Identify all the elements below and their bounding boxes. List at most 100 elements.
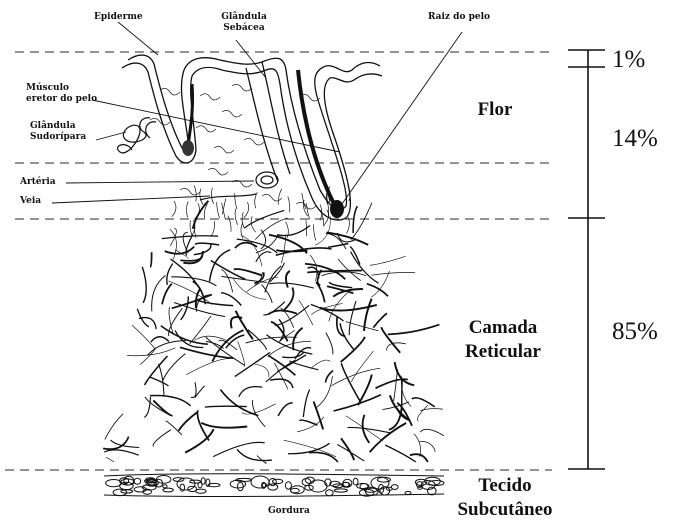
thickness-scale-bar (568, 50, 605, 469)
transition-fiber (313, 224, 315, 240)
reticular-fiber (195, 243, 219, 245)
label-glandula-sebacea-line1: Glândula (214, 12, 274, 23)
reticular-fiber (269, 283, 314, 288)
reticular-fiber (145, 356, 168, 385)
transition-fiber (278, 189, 282, 205)
transition-fiber (306, 203, 310, 219)
reticular-fiber (183, 232, 188, 253)
scale-label-85-percent: 85% (612, 318, 658, 346)
reticular-fiber (351, 351, 373, 382)
label-gordura: Gordura (268, 506, 310, 517)
reticular-fiber (233, 278, 266, 300)
reticular-fiber (105, 414, 124, 440)
reticular-fiber (153, 400, 172, 415)
label-raiz-do-pelo: Raiz do pelo (428, 12, 490, 23)
reticular-fiber (277, 226, 310, 236)
sweat-gland (118, 118, 156, 153)
label-musculo-eretor: Músculo eretor do pelo (26, 83, 97, 105)
reticular-fiber (353, 206, 357, 233)
transition-fiber (347, 217, 350, 233)
reticular-fiber (349, 301, 356, 335)
reticular-fiber (410, 454, 428, 462)
region-camada-reticular: Camada Reticular (448, 316, 558, 364)
reticular-fiber (153, 430, 171, 447)
subcutaneous-fat-band (104, 474, 444, 497)
region-tecido-subcutaneo: Tecido Subcutâneo (440, 474, 570, 522)
fat-cell (238, 482, 244, 491)
reticular-fiber (316, 282, 325, 302)
reticular-fiber (351, 252, 379, 284)
reticular-fiber (226, 335, 244, 348)
reticular-fiber (255, 218, 288, 240)
reticular-fiber (370, 256, 405, 265)
reticular-fiber (162, 236, 218, 239)
reticular-fiber (149, 377, 168, 386)
reticular-fiber (282, 352, 304, 358)
reticular-fiber (180, 256, 202, 260)
reticular-fiber (257, 456, 266, 464)
reticular-fiber (348, 427, 391, 432)
reticular-fiber (255, 364, 269, 377)
reticular-fiber (333, 289, 363, 297)
reticular-fiber (417, 405, 428, 421)
reticular-fiber (213, 442, 265, 456)
reticular-fiber (397, 403, 412, 426)
transition-fiber (288, 196, 290, 212)
reticular-fiber (373, 313, 387, 327)
label-musculo-line2: eretor do pelo (26, 94, 97, 105)
reticular-fiber (326, 333, 333, 355)
fat-cell (134, 478, 141, 484)
leader-veia (52, 196, 210, 203)
fat-cell (343, 479, 352, 487)
fat-lobule (177, 478, 195, 490)
reticular-fiber (340, 323, 354, 349)
reticular-fiber (106, 457, 114, 462)
reticular-fiber (385, 445, 416, 462)
fat-cell (334, 489, 347, 492)
reticular-fiber (270, 263, 285, 282)
label-musculo-line1: Músculo (26, 83, 97, 94)
fat-cell (273, 479, 283, 483)
region-tecido-subcutaneo-line1: Tecido (440, 474, 570, 498)
reticular-fiber (239, 387, 262, 397)
fat-cell (405, 491, 411, 494)
reticular-fiber (104, 450, 138, 455)
reticular-fiber (394, 369, 398, 401)
reticular-fiber (186, 359, 230, 375)
transition-fiber (244, 202, 249, 218)
hair-root-bulb (330, 200, 344, 218)
fat-cell (196, 489, 206, 493)
label-glandula-sudoripara: Glândula Sudorípara (30, 121, 86, 143)
artery-vessel (256, 172, 278, 188)
reticular-fiber (288, 443, 330, 453)
transition-fiber (186, 201, 188, 217)
reticular-fiber (371, 272, 415, 275)
fat-cell (357, 483, 369, 488)
reticular-fiber (303, 390, 310, 417)
transition-fiber (235, 209, 238, 225)
reticular-fiber (201, 423, 247, 428)
fat-cell (353, 478, 358, 485)
transition-fiber (242, 212, 244, 228)
reticular-fiber (132, 325, 155, 349)
reticular-fiber (299, 300, 313, 325)
fat-cell (163, 485, 167, 488)
region-tecido-subcutaneo-line2: Subcutâneo (440, 498, 570, 522)
reticular-fiber (235, 352, 270, 376)
leader-epiderme (118, 22, 158, 55)
reticular-fiber (350, 247, 360, 265)
fat-cell (163, 488, 173, 492)
reticular-fiber (346, 416, 383, 441)
reticular-fiber (152, 275, 166, 311)
reticular-fiber (151, 337, 169, 342)
reticular-fiber (388, 325, 440, 335)
scale-label-14-percent: 14% (612, 125, 658, 153)
fat-cell (201, 478, 205, 485)
scale-label-1-percent: 1% (612, 46, 645, 74)
fat-lobule (371, 477, 389, 489)
transition-fiber (228, 216, 231, 232)
reticular-fiber (103, 437, 129, 450)
reticular-fiber (310, 360, 330, 369)
